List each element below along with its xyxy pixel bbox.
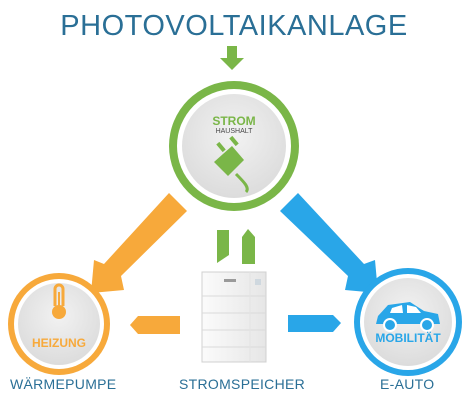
heizung-label: HEIZUNG bbox=[32, 336, 86, 350]
strom-label: STROM bbox=[212, 114, 256, 128]
arrow-speicher-mobilitaet bbox=[288, 315, 341, 332]
caption-e-auto: E-AUTO bbox=[380, 376, 435, 392]
node-heizung bbox=[8, 273, 110, 375]
arrow-speicher-down bbox=[217, 230, 229, 263]
arrow-speicher-up bbox=[242, 229, 255, 264]
node-mobilitaet bbox=[354, 268, 462, 376]
strom-sublabel: HAUSHALT bbox=[215, 128, 253, 135]
plug-icon bbox=[214, 135, 249, 194]
thermometer-icon bbox=[52, 283, 66, 319]
page-title: PHOTOVOLTAIKANLAGE bbox=[60, 10, 408, 42]
arrow-strom-heizung bbox=[91, 193, 187, 293]
input-arrow bbox=[220, 46, 244, 70]
arrow-strom-mobilitaet bbox=[280, 193, 378, 293]
battery-storage-icon bbox=[201, 271, 267, 363]
mobilitaet-label: MOBILITÄT bbox=[375, 331, 441, 345]
car-icon bbox=[376, 302, 440, 332]
arrow-speicher-heizung bbox=[130, 316, 180, 334]
caption-stromspeicher: STROMSPEICHER bbox=[179, 376, 306, 392]
node-strom bbox=[169, 81, 299, 211]
caption-waermepumpe: WÄRMEPUMPE bbox=[10, 376, 117, 392]
